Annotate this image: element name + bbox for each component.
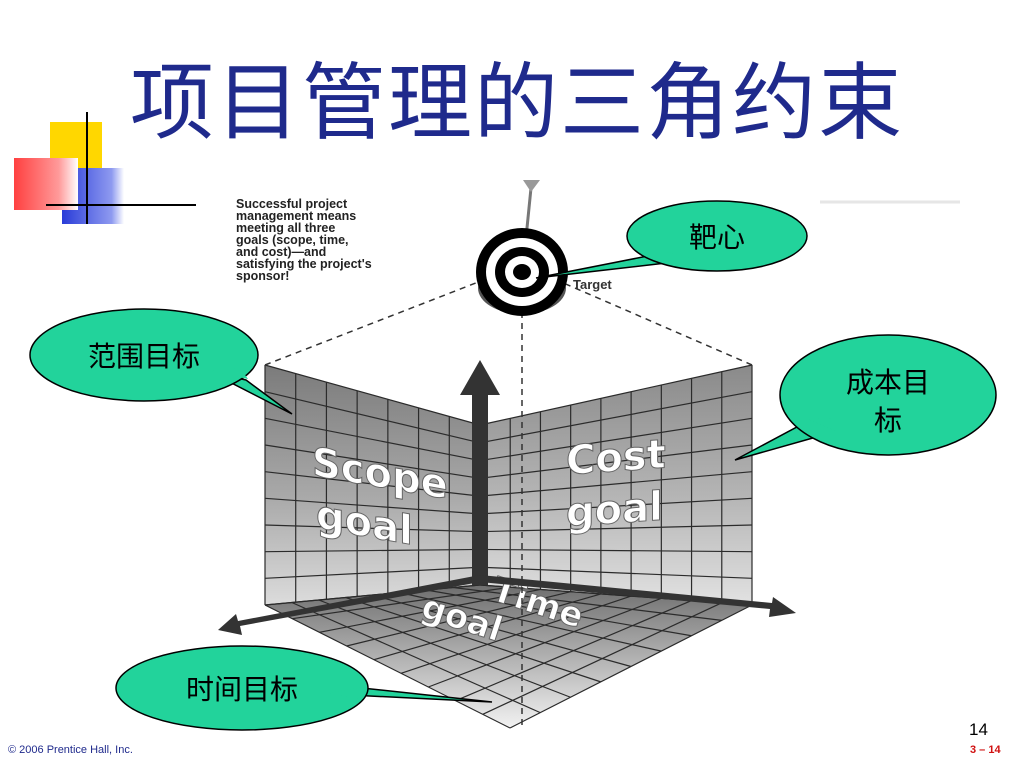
page-title: 项目管理的三角约束	[130, 54, 905, 152]
callout-cost-text-line2: 标	[874, 404, 902, 437]
cost-wall	[480, 365, 752, 605]
caption-line: management means	[236, 209, 356, 223]
callout-scope-text: 范围目标	[88, 340, 200, 373]
dashed-guides	[264, 264, 753, 728]
callout-scope: 范围目标	[29, 308, 293, 415]
caption-line: goals (scope, time,	[236, 233, 349, 247]
caption-line: meeting all three	[236, 221, 335, 235]
cost-label-line2: goal	[566, 484, 663, 537]
chapter-code: 3 – 14	[970, 744, 1001, 756]
caption-line: satisfying the project's	[236, 257, 372, 271]
cost-label-line1: Cost	[566, 431, 666, 484]
page-number: 14	[969, 720, 988, 739]
scope-wall	[265, 365, 480, 605]
axis-arrows	[218, 360, 796, 635]
target-icon	[476, 180, 568, 316]
callout-target: 靶心	[535, 200, 808, 279]
callout-time: 时间目标	[115, 645, 493, 731]
callout-cost: 成本目 标	[734, 334, 997, 461]
callout-time-text: 时间目标	[186, 673, 298, 706]
target-label: Target	[573, 277, 612, 292]
decor-horizontal-line	[46, 204, 196, 206]
caption-line: and cost)—and	[236, 245, 326, 259]
wall-grid	[264, 364, 753, 729]
callout-target-text: 靶心	[689, 221, 745, 254]
callout-cost-text-line1: 成本目	[846, 366, 930, 399]
caption-line: Successful project	[236, 197, 348, 211]
decor-vertical-line	[86, 112, 88, 224]
decor-red-square	[14, 158, 78, 210]
caption-line: sponsor!	[236, 269, 289, 283]
footer-copyright: © 2006 Prentice Hall, Inc.	[8, 744, 133, 756]
